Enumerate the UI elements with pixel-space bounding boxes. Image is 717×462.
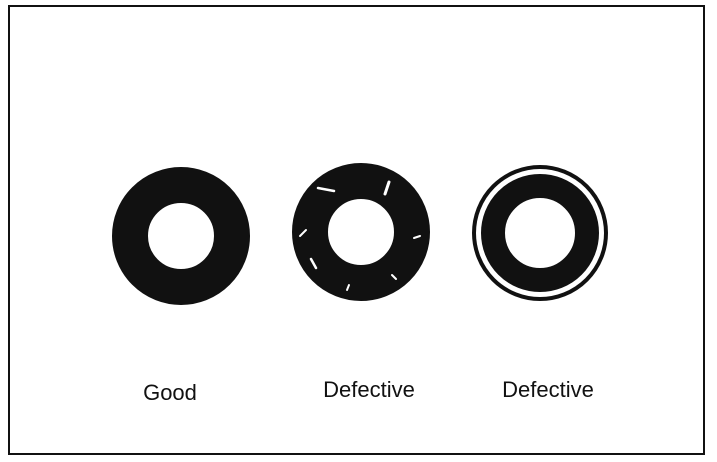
defective-cracked-label: Defective	[323, 377, 415, 403]
good-ring-band	[130, 185, 232, 287]
cracked-ring-band	[310, 181, 412, 283]
good-ring	[130, 185, 232, 287]
defective-split-label: Defective	[502, 377, 594, 403]
cracked-ring	[300, 181, 420, 290]
good-label: Good	[143, 380, 197, 406]
split-ring-band	[493, 186, 587, 280]
split-ring	[474, 167, 606, 299]
